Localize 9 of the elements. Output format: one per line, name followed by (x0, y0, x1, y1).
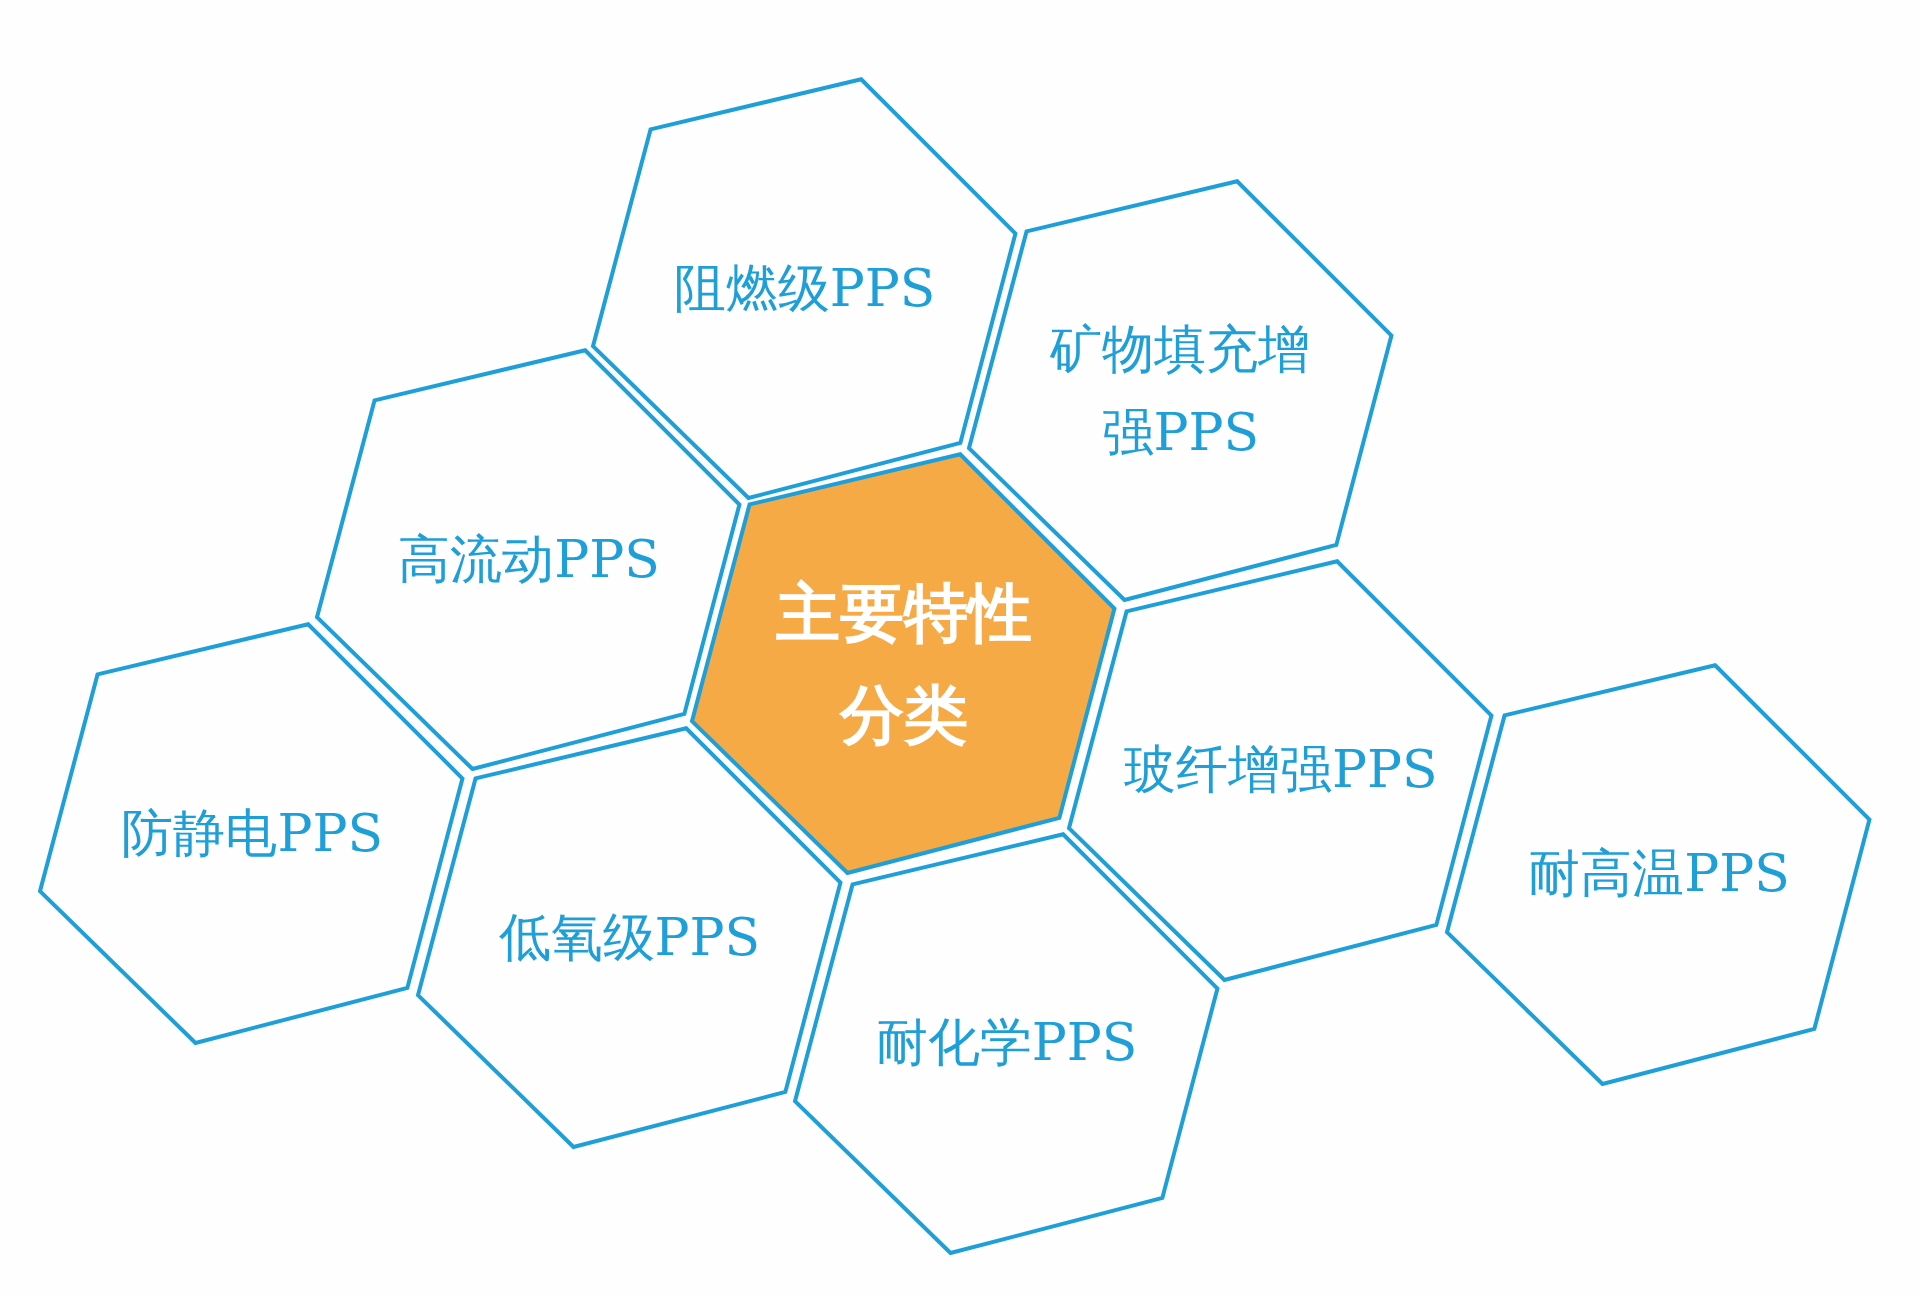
hexagon-label: 阻燃级PPS (672, 257, 937, 321)
hexagon-label: 主要特性分类 (775, 573, 1033, 754)
hexagon-label: 耐化学PPS (874, 1011, 1139, 1075)
hexagon-label: 玻纤增强PPS (1123, 738, 1439, 802)
hexagon-label: 低氧级PPS (497, 906, 762, 970)
hexagon-label: 矿物填充增强PPS (1049, 317, 1312, 464)
hexagon-label: 耐高温PPS (1527, 842, 1791, 906)
hexagon-label: 高流动PPS (397, 528, 661, 591)
hexagon-label: 防静电PPS (120, 802, 385, 866)
